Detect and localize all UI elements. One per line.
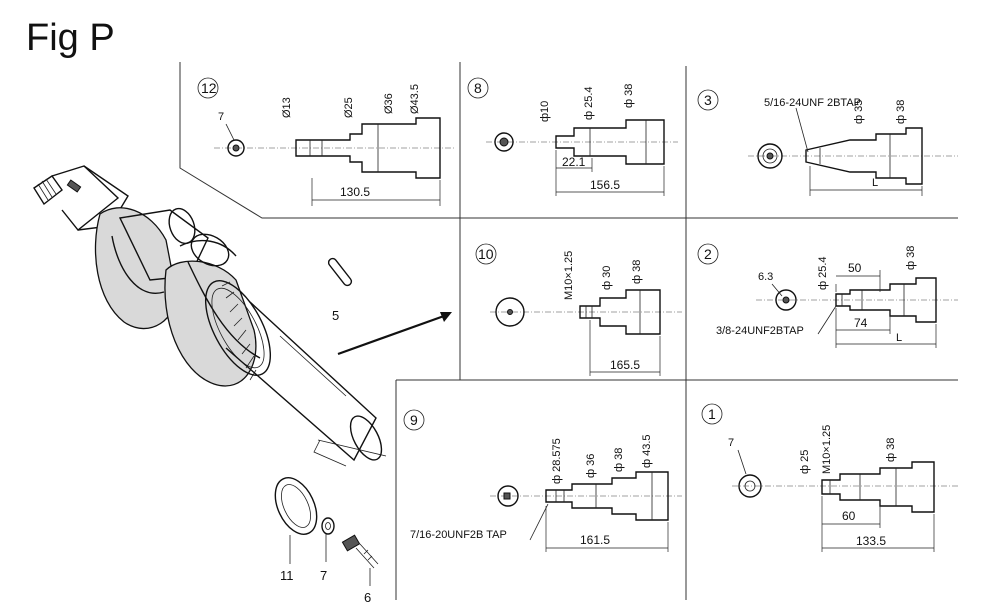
svg-text:Ø25: Ø25 <box>343 97 355 118</box>
variant-3-number: 3 <box>704 92 712 108</box>
svg-text:ф 38: ф 38 <box>895 100 907 124</box>
panel-frames <box>179 62 958 600</box>
callout-washer: 7 <box>320 568 327 583</box>
variant-3: 3 5/16-24UNF 2BTAP ф 35 ф 38 L <box>697 89 958 196</box>
svg-text:6.3: 6.3 <box>758 271 773 283</box>
variant-9: 9 ф 28.575 ф 36 ф 38 ф 43.5 7/16-20UNF2B… <box>403 409 682 552</box>
svg-text:ф 25: ф 25 <box>799 450 811 474</box>
svg-text:3/8-24UNF2BTAP: 3/8-24UNF2BTAP <box>716 325 804 337</box>
svg-text:L: L <box>872 177 878 189</box>
variant-8: 8 ф10 ф 25.4 ф 38 22.1 156.5 <box>467 77 678 196</box>
svg-text:161.5: 161.5 <box>580 533 610 547</box>
washer-part: 7 <box>320 517 335 583</box>
figure-title: Fig P <box>26 17 115 59</box>
svg-text:22.1: 22.1 <box>562 155 586 169</box>
svg-text:130.5: 130.5 <box>340 185 370 199</box>
variant-2: 2 6.3 ф 25.4 50 ф 38 3/8-24UNF2BTAP 74 L <box>697 243 958 348</box>
svg-text:5/16-24UNF 2BTAP: 5/16-24UNF 2BTAP <box>764 97 861 109</box>
variant-2-number: 2 <box>704 246 712 262</box>
variant-12: 12 7 Ø13 Ø25 Ø36 Ø43.5 130.5 <box>197 77 454 206</box>
svg-text:Ø36: Ø36 <box>383 93 395 114</box>
svg-text:L: L <box>896 332 902 344</box>
svg-text:ф 28.575: ф 28.575 <box>551 438 563 484</box>
variant-12-number: 12 <box>201 80 217 96</box>
svg-text:ф 38: ф 38 <box>905 246 917 270</box>
svg-text:74: 74 <box>854 316 868 330</box>
svg-text:7/16-20UNF2B TAP: 7/16-20UNF2B TAP <box>410 529 507 541</box>
svg-text:50: 50 <box>848 261 862 275</box>
callout-oil-seal: 11 <box>280 568 294 583</box>
svg-text:ф 38: ф 38 <box>631 260 643 284</box>
svg-text:ф 25.4: ф 25.4 <box>583 86 595 120</box>
svg-text:ф 38: ф 38 <box>613 448 625 472</box>
svg-text:Ø43.5: Ø43.5 <box>409 84 421 114</box>
oil-seal-part: 11 <box>274 477 318 583</box>
callout-bolt: 6 <box>364 590 371 605</box>
svg-text:156.5: 156.5 <box>590 178 620 192</box>
svg-text:165.5: 165.5 <box>610 358 640 372</box>
variant-10-number: 10 <box>478 246 494 262</box>
svg-text:ф 43.5: ф 43.5 <box>641 434 653 468</box>
key-part: 5 <box>327 257 353 323</box>
svg-text:M10×1.25: M10×1.25 <box>563 251 575 300</box>
svg-text:M10×1.25: M10×1.25 <box>821 425 833 474</box>
svg-text:ф 30: ф 30 <box>601 266 613 290</box>
variant-9-number: 9 <box>410 412 418 428</box>
variant-1-number: 1 <box>708 406 716 422</box>
variant-1: 1 7 ф 25 M10×1.25 ф 38 60 133.5 <box>701 403 958 552</box>
svg-text:ф 35: ф 35 <box>853 100 865 124</box>
svg-text:ф 36: ф 36 <box>585 454 597 478</box>
svg-text:Ø13: Ø13 <box>281 97 293 118</box>
variant-8-number: 8 <box>474 80 482 96</box>
bolt-part: 6 <box>341 534 379 605</box>
crankshaft-assembly <box>33 165 387 467</box>
svg-text:60: 60 <box>842 509 856 523</box>
svg-text:ф 25.4: ф 25.4 <box>817 256 829 290</box>
pointer-arrow <box>337 312 452 356</box>
callout-key: 5 <box>332 308 339 323</box>
svg-text:7: 7 <box>728 437 734 449</box>
svg-text:ф 38: ф 38 <box>885 438 897 462</box>
svg-text:7: 7 <box>218 111 224 123</box>
svg-text:133.5: 133.5 <box>856 534 886 548</box>
svg-text:ф 38: ф 38 <box>623 84 635 108</box>
variant-10: 10 M10×1.25 ф 30 ф 38 165.5 <box>475 243 682 376</box>
svg-text:ф10: ф10 <box>539 101 551 122</box>
